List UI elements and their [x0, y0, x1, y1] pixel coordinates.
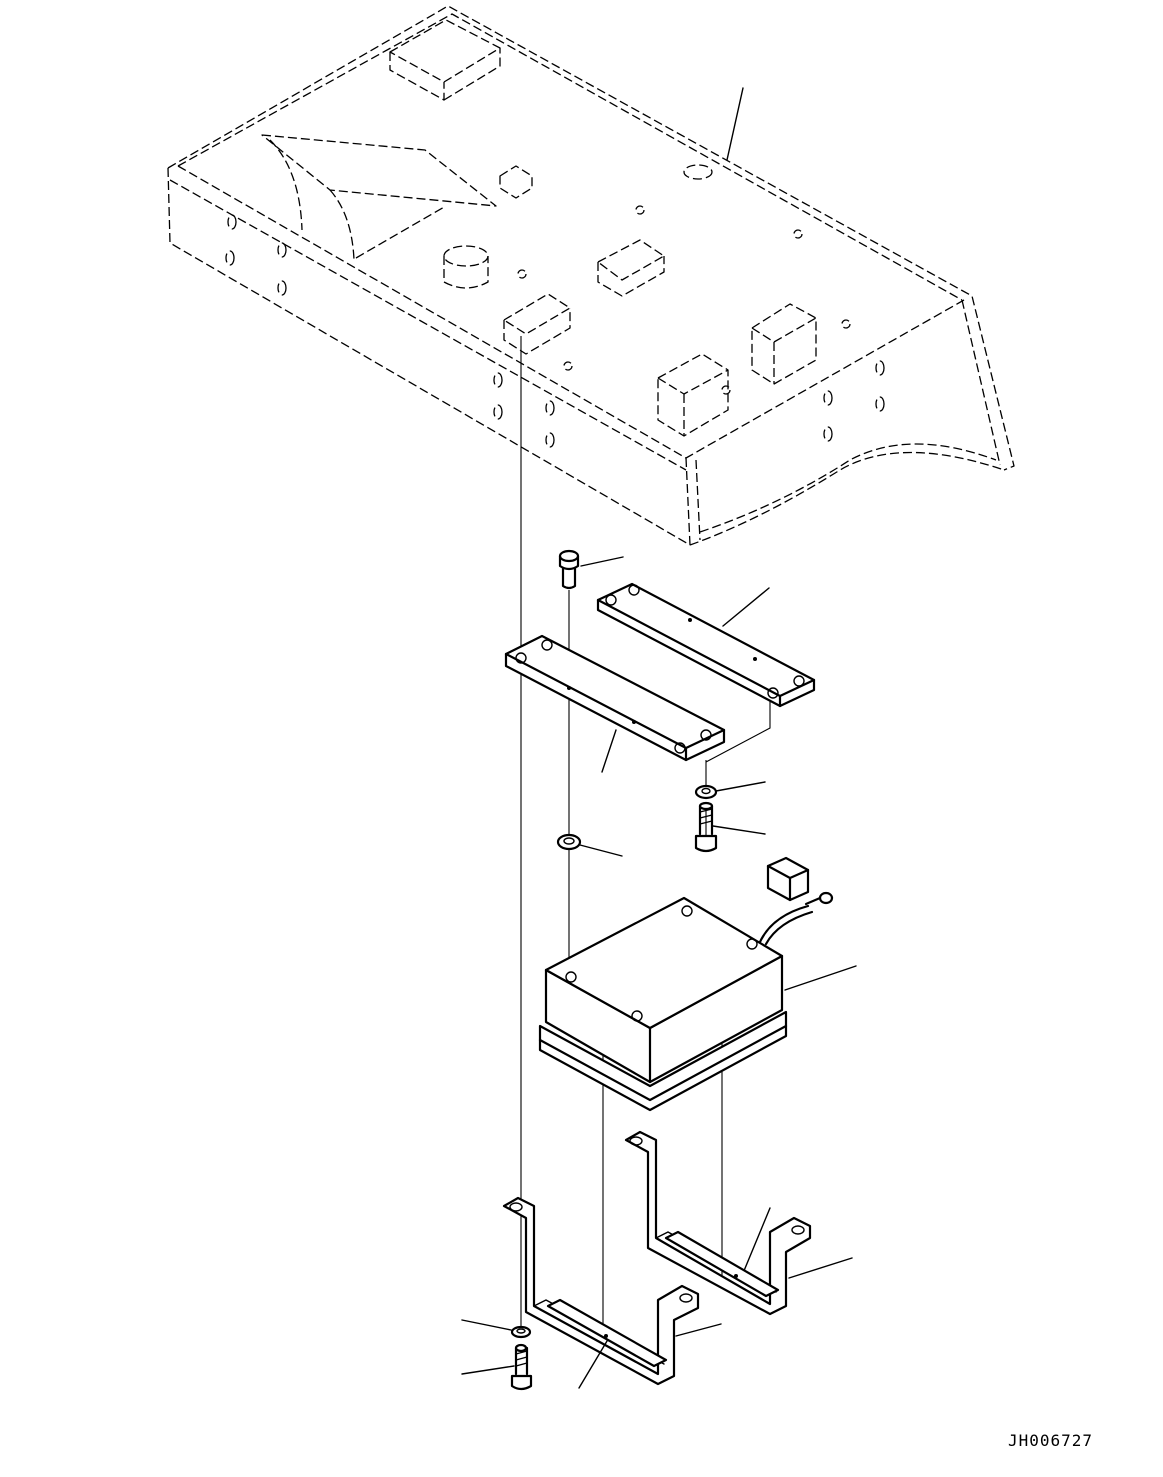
- washer-icon: [461, 1319, 532, 1339]
- alignment-lines: [520, 336, 771, 1334]
- bolt-icon: [694, 801, 766, 853]
- bracket-icon: [502, 1196, 722, 1389]
- washer-icon: [694, 781, 766, 800]
- connector-icon: [758, 856, 834, 946]
- drawing-code: JH006727: [1007, 1431, 1093, 1450]
- floor-frame-icon: [167, 5, 1015, 546]
- controller-box-icon: [538, 896, 857, 1112]
- bolt-icon: [461, 1343, 533, 1391]
- bolt-icon: [558, 549, 624, 590]
- cushion-pad-icon: [546, 1298, 668, 1368]
- mounting-plate-icon: [504, 634, 726, 773]
- washer-icon: [556, 833, 623, 857]
- bracket-icon: [624, 1130, 853, 1316]
- cushion-pad-icon: [664, 1230, 780, 1298]
- mounting-plate-icon: [596, 582, 816, 708]
